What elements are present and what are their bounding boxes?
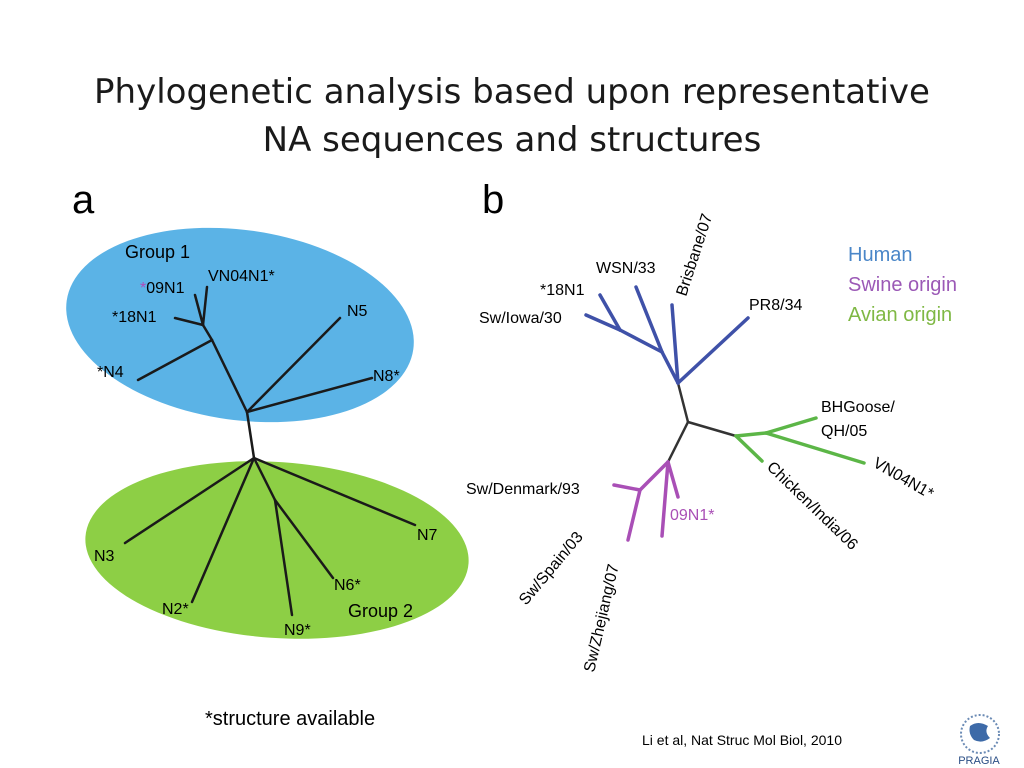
tree-a-branches — [123, 285, 417, 617]
tree-a-branch-n5 — [245, 316, 342, 414]
leaf-n5: N5 — [347, 303, 368, 320]
legend-swine-origin: Swine origin — [848, 274, 957, 296]
slide-title-line-2: NA sequences and structures — [262, 120, 762, 160]
tree-a-branch-18n1 — [173, 316, 205, 327]
tree-b-branch — [660, 350, 680, 385]
leaf-brisbane07: Brisbane/07 — [674, 212, 717, 299]
tree-b-branch-swzhejiang — [660, 460, 670, 538]
tree-b-branch-swdenmark — [612, 483, 642, 492]
legend-human: Human — [848, 244, 913, 266]
tree-a-branch-09n1 — [193, 293, 205, 327]
leaf-n4: *N4 — [97, 364, 124, 381]
logo-text: PRAGIA — [958, 755, 1000, 767]
tree-b-branch-chicken — [734, 434, 764, 463]
tree-a-branch — [210, 338, 249, 414]
leaf-pr834: PR8/34 — [749, 297, 802, 314]
leaf-chicken-india: Chicken/India/06 — [763, 459, 861, 554]
leaf-n3: N3 — [94, 548, 115, 565]
tree-b-branch-bhgoose — [764, 416, 818, 435]
group-1-ellipse — [66, 227, 414, 423]
tree-a-branch-n3 — [123, 456, 256, 545]
leaf-wsn33: WSN/33 — [596, 260, 656, 277]
tree-b-branch-vn04n1 — [764, 431, 866, 465]
logo-globe-shape — [969, 723, 990, 742]
group-1-label: Group 1 — [125, 242, 190, 262]
group-2-ellipse — [85, 461, 469, 639]
tree-a-branch-n9 — [273, 498, 294, 617]
tree-b-branch — [638, 460, 670, 492]
leaf-swdenmark93: Sw/Denmark/93 — [466, 481, 580, 498]
leaf-vn04n1-b: VN04N1* — [870, 455, 936, 503]
tree-a-branch-n8 — [245, 376, 374, 414]
citation: Li et al, Nat Struc Mol Biol, 2010 — [642, 732, 842, 748]
tree-a-branch — [201, 323, 214, 342]
leaf-n9: N9* — [284, 622, 311, 639]
tree-b-branch-swiowa — [584, 313, 622, 332]
tree-b-branch-18n1 — [598, 293, 622, 332]
tree-a-branch-n4 — [136, 338, 214, 382]
leaf-vn04n1-a: VN04N1* — [208, 268, 275, 285]
panel-a-label: a — [72, 178, 95, 222]
tree-b-trunk — [676, 381, 690, 424]
pragia-logo: PRAGIA — [958, 714, 1000, 767]
tree-b-branch-swspain — [626, 488, 642, 542]
tree-b-branch-pr8 — [676, 316, 750, 385]
leaf-bhgoose-line-2: QH/05 — [821, 423, 867, 440]
slide-title: Phylogenetic analysis based upon represe… — [0, 68, 1024, 164]
tree-b-trunk — [686, 420, 738, 438]
structure-footnote: *structure available — [205, 708, 376, 730]
tree-b-branch-brisbane — [670, 303, 680, 385]
leaf-18n1-a: *18N1 — [112, 309, 157, 326]
tree-a-branch-vn04n1 — [201, 285, 209, 327]
tree-b-branch-wsn33 — [634, 285, 664, 354]
tree-a-branch-n2 — [190, 456, 256, 604]
leaf-09n1-a: *09N1 — [140, 280, 185, 297]
leaf-bhgoose-line-1: BHGoose/ — [821, 399, 895, 416]
leaf-09n1-b: 09N1* — [670, 507, 714, 524]
leaf-n7: N7 — [417, 527, 438, 544]
tree-b-branch-09n1 — [666, 460, 680, 499]
tree-b-trunk — [666, 420, 690, 464]
slide-title-line-1: Phylogenetic analysis based upon represe… — [94, 72, 930, 112]
panel-b-label: b — [482, 178, 505, 222]
tree-b-branches — [584, 285, 866, 542]
legend-avian-origin: Avian origin — [848, 304, 953, 326]
color-legend: Human Swine origin Avian origin — [848, 240, 957, 330]
leaf-swzhejiang07: Sw/Zhejiang/07 — [581, 563, 622, 674]
leaf-n6: N6* — [334, 577, 361, 594]
tree-a-branch-n6 — [273, 498, 335, 580]
tree-a-branch-n7 — [252, 456, 417, 527]
tree-a-trunk — [245, 410, 256, 460]
tree-a-branch — [252, 456, 277, 502]
logo-ring — [960, 714, 1000, 754]
leaf-18n1-b: *18N1 — [540, 282, 585, 299]
group-2-label: Group 2 — [348, 601, 413, 621]
tree-b-branch — [734, 431, 768, 438]
leaf-swspain03: Sw/Spain/03 — [516, 529, 587, 609]
leaf-swiowa30: Sw/Iowa/30 — [479, 310, 562, 327]
tree-b-branch — [618, 328, 664, 354]
leaf-n8: N8* — [373, 368, 400, 385]
leaf-n2: N2* — [162, 601, 189, 618]
